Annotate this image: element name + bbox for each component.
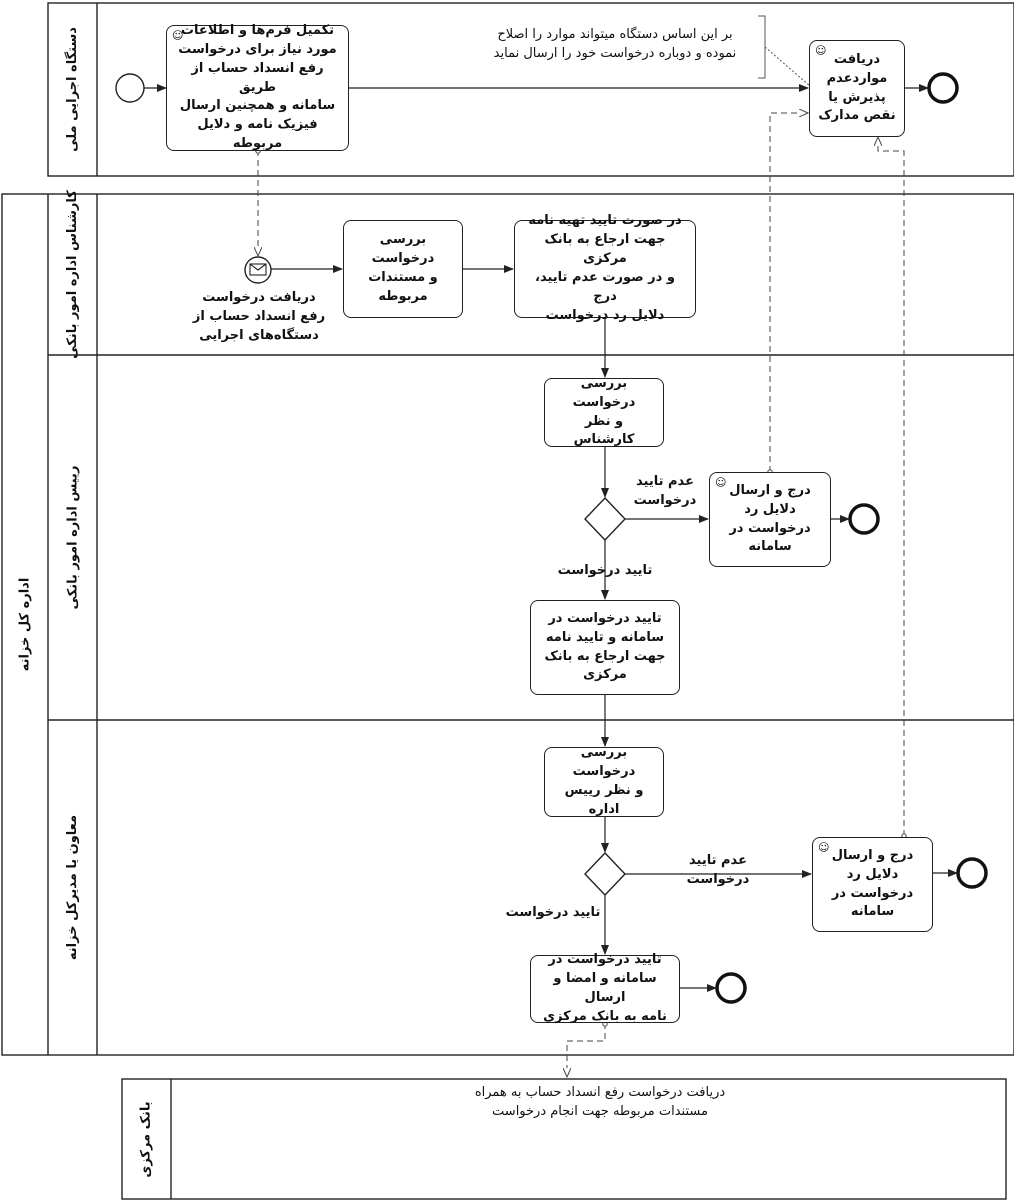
gateway-director — [584, 851, 626, 897]
end-event-head — [848, 503, 880, 535]
director-not-approved-label: عدم تایید درخواست — [686, 853, 750, 887]
gateway-head — [584, 496, 626, 542]
end-event-approve — [715, 972, 747, 1004]
head-approved-label: تایید درخواست — [557, 563, 653, 578]
pool-label-central-bank: بانک مرکزی — [139, 1100, 154, 1178]
task-director-reject: درج و ارسال دلایل رد درخواست در سامانه — [812, 837, 933, 932]
end-event-executive — [927, 72, 959, 104]
annotation-text: بر این اساس دستگاه میتواند موارد را اصلا… — [493, 27, 737, 61]
lane-label-expert: کارشناس اداره امور بانکی — [65, 190, 80, 359]
sequence-flows — [144, 84, 958, 992]
task-fill-forms: تکمیل فرم‌ها و اطلاعات مورد نیاز برای در… — [166, 23, 349, 151]
task-prepare-letter: در صورت تایید تهیه نامه جهت ارجاع به بان… — [514, 213, 696, 323]
message-event-label: دریافت درخواست رفع انسداد حساب از دستگاه… — [192, 290, 326, 343]
task-director-review: بررسی درخواست و نظر رییس اداره — [544, 745, 664, 817]
envelope-icon — [244, 256, 272, 284]
lane-label-head: رییس اداره امور بانکی — [65, 465, 80, 610]
lane-label-director: معاون یا مدیرکل خزانه — [65, 814, 80, 961]
pool-central-bank — [121, 1078, 1007, 1200]
start-event — [115, 73, 145, 103]
pool-label-treasury: اداره کل خزانه — [17, 577, 33, 672]
pool-executive — [47, 2, 1014, 177]
task-receive-reject: دریافت مواردعدم پذیرش یا نقص مدارک — [809, 40, 905, 137]
task-head-review: بررسی درخواست و نظر کارشناس — [544, 376, 664, 447]
end-event-director — [956, 857, 988, 889]
text-annotation — [758, 15, 811, 87]
central-bank-note: دریافت درخواست رفع انسداد حساب به همراه … — [474, 1085, 726, 1119]
pool-treasury — [1, 193, 1014, 1056]
head-not-approved-label: عدم تایید درخواست — [633, 474, 697, 508]
message-flows — [258, 113, 905, 1077]
task-review-docs: بررسی درخواست و مستندات مربوطه — [343, 220, 463, 318]
task-director-approve: تایید درخواست در سامانه و امضا و ارسال ن… — [530, 952, 680, 1024]
task-head-reject: درج و ارسال دلایل رد درخواست در سامانه — [709, 472, 831, 567]
pool-label-executive: دستگاه اجرایی ملی — [65, 27, 80, 152]
task-head-approve: تایید درخواست در سامانه و تایید نامه جهت… — [530, 600, 680, 695]
director-approved-label: تایید درخواست — [505, 905, 601, 920]
